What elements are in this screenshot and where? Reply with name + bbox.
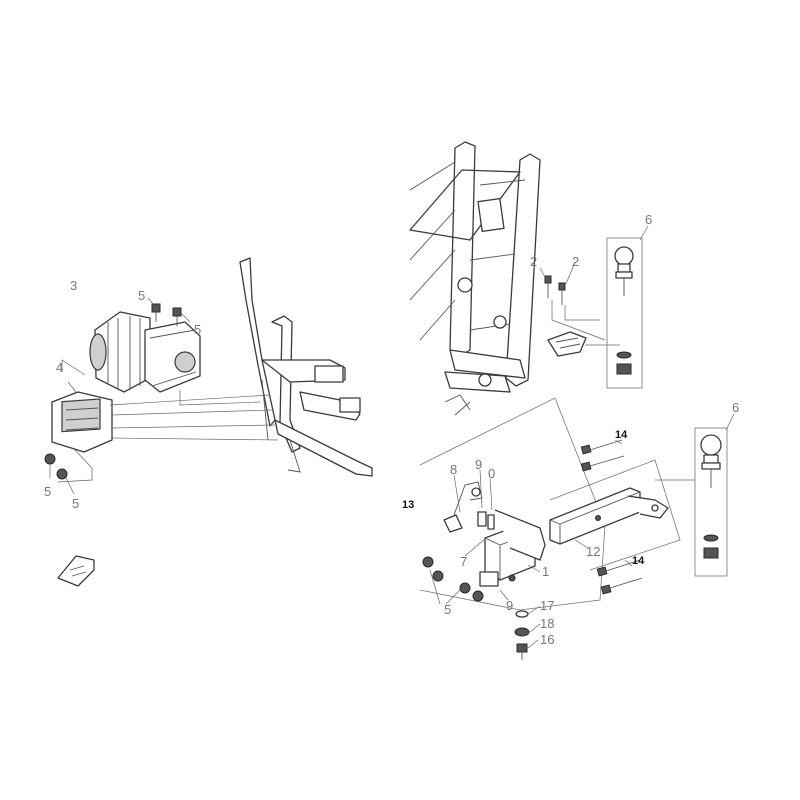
- label-16: 16: [540, 632, 554, 647]
- label-12: 12: [586, 544, 600, 559]
- label-6-top: 6: [645, 212, 652, 227]
- winch-mount-nuts: [44, 453, 68, 480]
- label-2-b: 2: [572, 254, 579, 269]
- bottom-bolt-stack: [514, 605, 541, 660]
- hitch-group-outline: [419, 397, 681, 611]
- label-5-b: 5: [194, 322, 201, 337]
- hitch-bolts-upper: [580, 439, 625, 472]
- label-1: 1: [542, 564, 549, 579]
- frame-leader-lines: [539, 261, 620, 346]
- hitch-ball-box-top: [606, 225, 649, 389]
- label-8: 8: [450, 462, 457, 477]
- hitch-nuts: [422, 556, 484, 602]
- hitch-ball-box-bottom: [655, 413, 735, 577]
- label-0-top: 0: [488, 466, 495, 481]
- label-13: 13: [402, 499, 414, 511]
- label-14-bottom: 14: [632, 555, 645, 567]
- bracket-tag: [57, 555, 95, 587]
- chassis-frame: [409, 141, 541, 416]
- front-bumper-frame: [239, 257, 373, 477]
- receiver-bracket-upper: [547, 331, 587, 357]
- label-5-d: 5: [72, 496, 79, 511]
- label-9-bottom: 9: [506, 598, 513, 613]
- winch-bolt-upper: [151, 303, 182, 326]
- label-3: 3: [70, 278, 77, 293]
- winch-leader-lines: [49, 297, 279, 495]
- label-4: 4: [56, 360, 63, 375]
- hitch-leader-lines: [429, 439, 633, 605]
- winch-motor: [89, 311, 201, 393]
- label-17: 17: [540, 598, 554, 613]
- label-5-c: 5: [44, 484, 51, 499]
- label-18: 18: [540, 616, 554, 631]
- label-5-e: 5: [444, 602, 451, 617]
- label-6-bottom: 6: [732, 400, 739, 415]
- label-2-a: 2: [530, 254, 537, 269]
- label-7: 7: [460, 554, 467, 569]
- label-14-top: 14: [615, 429, 628, 441]
- label-9-top: 9: [475, 457, 482, 472]
- winch-mount-plate: [51, 391, 113, 453]
- hitch-pin-clip: [443, 481, 483, 533]
- part-labels: 3 4 5 5 5 5 5 2 2 6 6 14 14 13 8 9 0 7 1…: [44, 212, 739, 647]
- hitch-receiver-tube: [549, 487, 669, 545]
- hitch-bolts-lower: [596, 559, 643, 595]
- frame-bolts: [544, 275, 566, 305]
- label-5-a: 5: [138, 288, 145, 303]
- hitch-washers: [477, 511, 516, 587]
